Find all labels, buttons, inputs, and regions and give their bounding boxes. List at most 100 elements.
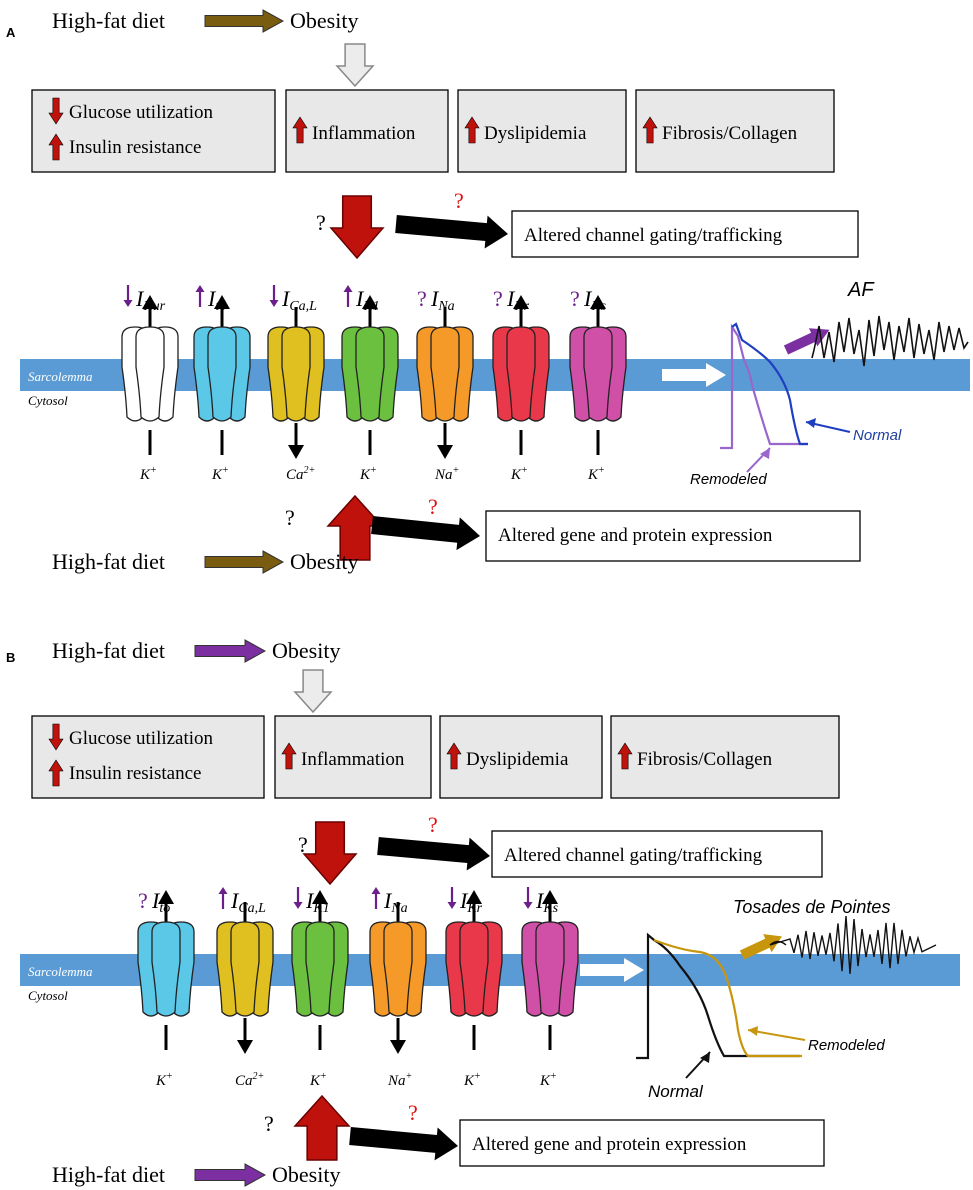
change-unknown: ? [570, 286, 580, 311]
decrease-arrow [123, 285, 133, 307]
up-red-icon [642, 116, 658, 144]
box-inflammation: Inflammation [285, 89, 449, 173]
box-dyslipidemia: Dyslipidemia [457, 89, 627, 173]
ion-label: K+ [155, 1071, 173, 1089]
channel-body [291, 921, 349, 1017]
diet-to-obesity-arrow-top [204, 9, 285, 33]
change-unknown: ? [138, 888, 148, 913]
expression-arrow [371, 516, 481, 551]
box-frame [285, 89, 449, 173]
obesity-label-bottom: Obesity [272, 1162, 340, 1187]
efflux-arrowhead [513, 295, 529, 309]
gating-arrow [395, 215, 509, 249]
remodeled-label: Remodeled [690, 471, 767, 488]
box-inflammation: Inflammation [274, 715, 432, 799]
up-red-icon [48, 759, 64, 787]
channel-lobe [281, 326, 311, 422]
current-subscript: Ca,L [289, 299, 317, 314]
channel-lobe [230, 921, 260, 1017]
up-red-icon [281, 742, 297, 770]
channel-body [216, 921, 274, 1017]
box-frame [31, 89, 276, 173]
channel-body [445, 921, 503, 1017]
efflux-arrowhead [312, 890, 328, 904]
red-question-mark: ? [428, 494, 438, 519]
current-subscript: Ks [542, 901, 558, 916]
question-mark: ? [298, 832, 308, 857]
remodeled-pointer-head [748, 1026, 758, 1036]
current-label: ICa,L [230, 888, 266, 916]
increase-arrow [218, 887, 228, 909]
gating-arrow [377, 837, 491, 871]
up-red-icon [48, 133, 64, 161]
diet-label-top: High-fat diet [52, 638, 165, 663]
channel-body [193, 326, 251, 422]
torsades-trace [769, 915, 937, 974]
current-label: Ito [151, 888, 170, 916]
decrease-arrow [269, 285, 279, 307]
decrease-arrow [523, 887, 533, 909]
channel-lobe [355, 326, 385, 422]
influx-arrowhead [237, 1040, 253, 1054]
ion-label: Na+ [387, 1071, 412, 1089]
obesity-label-top: Obesity [272, 638, 340, 663]
channel-body [492, 326, 550, 422]
current-subscript: to [215, 299, 226, 314]
box-text: Insulin resistance [69, 763, 201, 784]
normal-pointer-head [700, 1052, 710, 1063]
obesity-label-bottom: Obesity [290, 549, 358, 574]
channel-body [267, 326, 325, 422]
red-question-mark: ? [454, 188, 464, 213]
af-trace [811, 315, 969, 367]
expression-box: Altered gene and protein expression [485, 510, 861, 562]
diet-label-bottom: High-fat diet [52, 1162, 165, 1187]
diet-label-top: High-fat diet [52, 8, 165, 33]
box-frame [610, 715, 840, 799]
remodeled-pointer-head [760, 448, 770, 459]
current-label: IKs [583, 286, 607, 314]
efflux-arrowhead [362, 295, 378, 309]
up-red-icon [464, 116, 480, 144]
current-subscript: Na [390, 901, 407, 916]
current-subscript: to [159, 901, 170, 916]
box-dyslipidemia: Dyslipidemia [439, 715, 603, 799]
diet-label-bottom: High-fat diet [52, 549, 165, 574]
current-subscript: K1 [312, 901, 329, 916]
channel-lobe [305, 921, 335, 1017]
efflux-arrowhead [542, 890, 558, 904]
current-label: Ito [207, 286, 226, 314]
remodeled-label: Remodeled [808, 1037, 885, 1054]
current-label: ICa,L [281, 286, 317, 314]
gating-box: Altered channel gating/trafficking [491, 830, 823, 878]
to-arrhythmia-arrow [783, 328, 830, 355]
current-subscript: Kr [513, 299, 529, 314]
current-label: IKr [506, 286, 530, 314]
channel-lobe [135, 326, 165, 422]
current-subscript: K1 [362, 299, 379, 314]
to-arrhythmia-arrow [739, 934, 782, 960]
ion-label: K+ [359, 465, 377, 483]
gray-down-arrow [293, 669, 333, 714]
normal-trace [636, 932, 800, 1060]
current-subscript: Ca,L [238, 901, 266, 916]
influx-arrowhead [288, 445, 304, 459]
ion-label: K+ [309, 1071, 327, 1089]
red-question-mark: ? [408, 1100, 418, 1125]
efflux-arrowhead [214, 295, 230, 309]
current-subscript: Kr [466, 901, 482, 916]
up-red-icon [292, 116, 308, 144]
diet-to-obesity-arrow-bottom [194, 1163, 267, 1187]
box-text: Glucose utilization [69, 728, 214, 749]
normal-label: Normal [648, 1082, 704, 1101]
influx-arrowhead [390, 1040, 406, 1054]
expression-frame [485, 510, 861, 562]
arrhythmia-label: Tosades de Pointes [733, 897, 890, 917]
